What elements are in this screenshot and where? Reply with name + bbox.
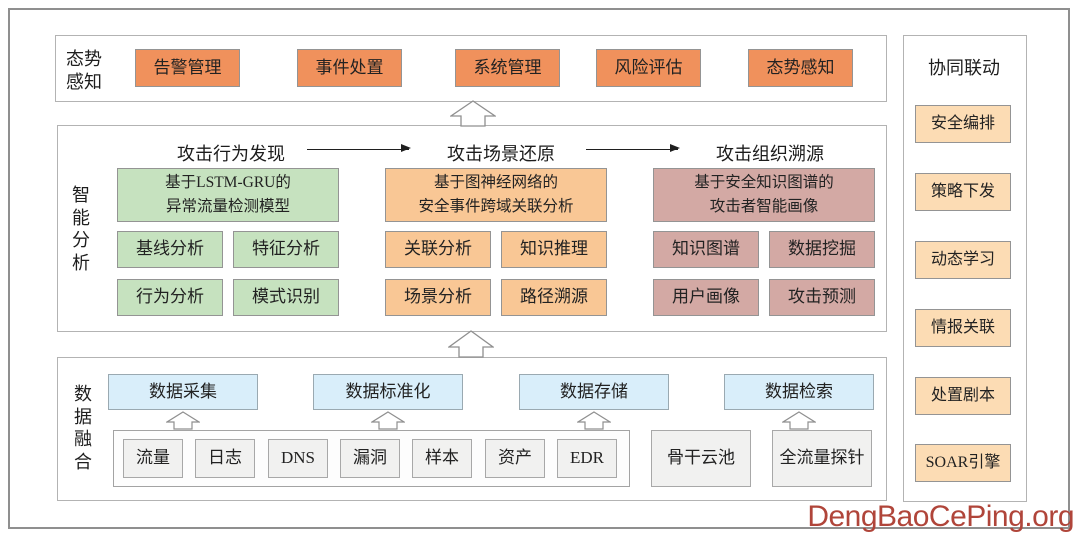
box-data-collection: 数据采集 — [108, 374, 258, 410]
up-arrow-icon — [448, 330, 494, 358]
box-feature-analysis: 特征分析 — [233, 231, 339, 268]
label-collaborative-linkage: 协同联动 — [928, 58, 1000, 78]
box-security-orchestration: 安全编排 — [915, 105, 1011, 143]
up-arrow-icon — [371, 411, 405, 430]
box-data-retrieval: 数据检索 — [724, 374, 874, 410]
box-scenario-analysis: 场景分析 — [385, 279, 491, 316]
up-arrow-icon — [577, 411, 611, 430]
box-knowledge-graph-attacker-profile: 基于安全知识图谱的 攻击者智能画像 — [653, 168, 875, 222]
box-gnn-cross-domain-correlation: 基于图神经网络的 安全事件跨域关联分析 — [385, 168, 607, 222]
up-arrow-icon — [450, 100, 496, 127]
outer-frame — [8, 8, 1070, 529]
watermark-text: DengBaoCePing.org — [807, 500, 1074, 533]
box-intel-correlation: 情报关联 — [915, 309, 1011, 347]
box-full-traffic-probe: 全流量探针 — [772, 430, 872, 487]
box-edr: EDR — [557, 439, 617, 478]
box-data-mining: 数据挖掘 — [769, 231, 875, 268]
flow-arrow-icon — [307, 144, 411, 153]
box-pattern-recognition: 模式识别 — [233, 279, 339, 316]
box-incident-response: 事件处置 — [297, 49, 402, 87]
box-knowledge-graph: 知识图谱 — [653, 231, 759, 268]
flow-arrow-icon — [586, 144, 680, 153]
box-sample: 样本 — [412, 439, 472, 478]
box-path-tracing: 路径溯源 — [501, 279, 607, 316]
box-soar-engine: SOAR引擎 — [915, 444, 1011, 482]
box-traffic: 流量 — [123, 439, 183, 478]
box-lstm-gru-anomaly-model: 基于LSTM-GRU的 异常流量检测模型 — [117, 168, 339, 222]
box-asset: 资产 — [485, 439, 545, 478]
header-attack-behavior-discovery: 攻击行为发现 — [177, 144, 285, 164]
box-baseline-analysis: 基线分析 — [117, 231, 223, 268]
label-intelligent-analysis: 智 能 分 析 — [72, 185, 90, 274]
box-policy-distribution: 策略下发 — [915, 173, 1011, 211]
box-logs: 日志 — [195, 439, 255, 478]
label-situation-awareness: 态势 感知 — [66, 49, 102, 92]
box-user-profile: 用户画像 — [653, 279, 759, 316]
box-attack-prediction: 攻击预测 — [769, 279, 875, 316]
box-system-management: 系统管理 — [455, 49, 560, 87]
box-correlation-analysis: 关联分析 — [385, 231, 491, 268]
box-vulnerability: 漏洞 — [340, 439, 400, 478]
box-situation-awareness: 态势感知 — [748, 49, 853, 87]
box-dynamic-learning: 动态学习 — [915, 241, 1011, 279]
box-knowledge-reasoning: 知识推理 — [501, 231, 607, 268]
box-backbone-cloud-pool: 骨干云池 — [651, 430, 751, 487]
header-attack-organization-tracing: 攻击组织溯源 — [716, 144, 824, 164]
box-data-storage: 数据存储 — [519, 374, 669, 410]
box-data-standardization: 数据标准化 — [313, 374, 463, 410]
box-dns: DNS — [268, 439, 328, 478]
header-attack-scenario-restoration: 攻击场景还原 — [447, 144, 555, 164]
box-alert-management: 告警管理 — [135, 49, 240, 87]
box-behavior-analysis: 行为分析 — [117, 279, 223, 316]
up-arrow-icon — [166, 411, 200, 430]
box-response-playbook: 处置剧本 — [915, 377, 1011, 415]
up-arrow-icon — [782, 411, 816, 430]
label-data-fusion: 数 据 融 合 — [74, 384, 92, 473]
box-risk-assessment: 风险评估 — [596, 49, 701, 87]
